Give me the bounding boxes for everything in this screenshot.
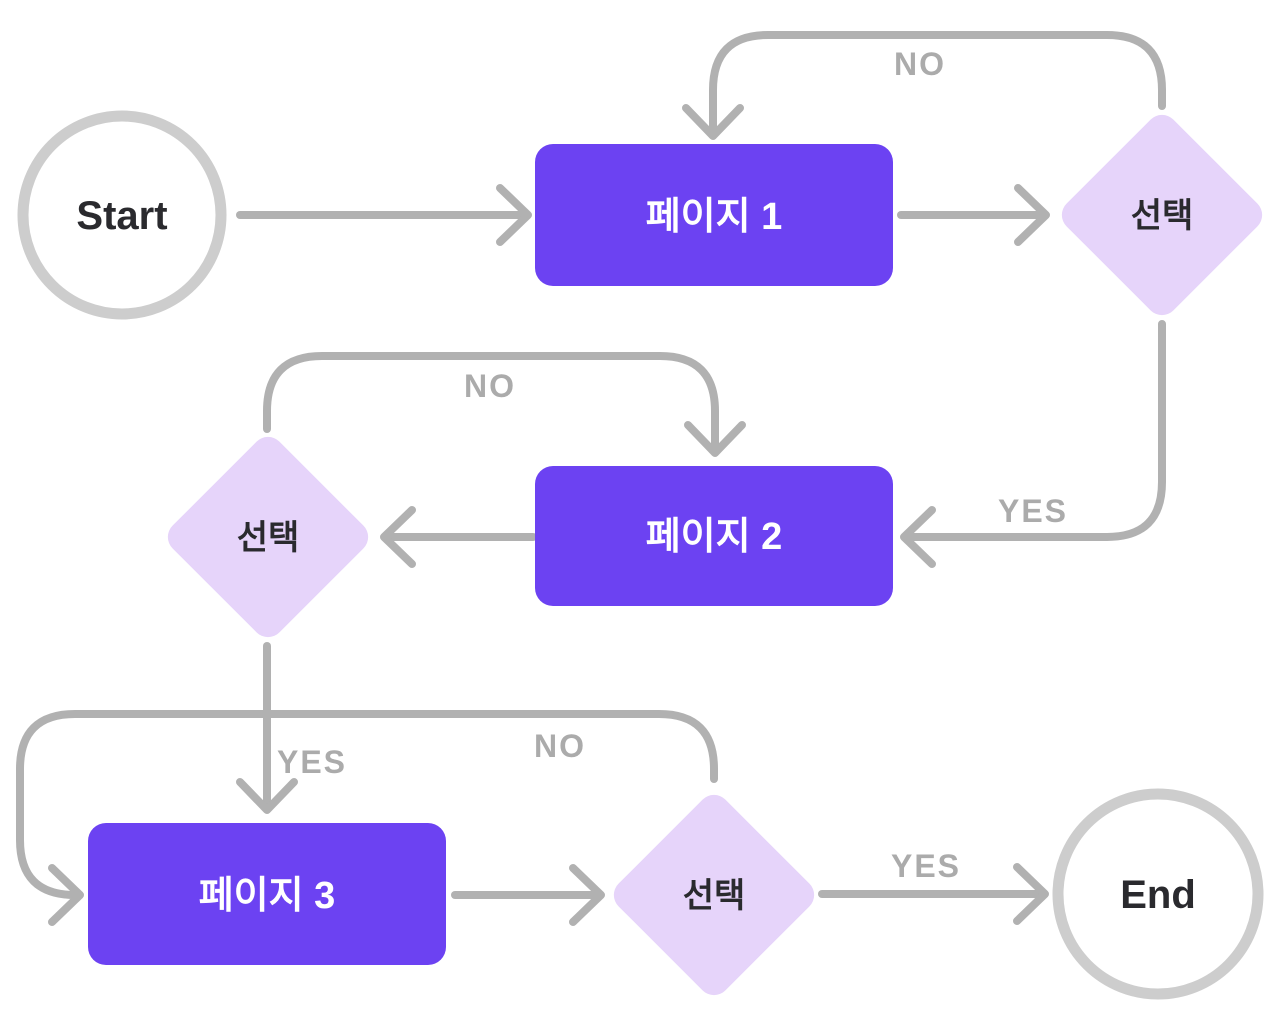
edge-choice1-yes-to-page2 bbox=[900, 320, 1166, 568]
edge-label-yes-2: YES bbox=[277, 744, 347, 780]
node-page-3: 페이지 3 bbox=[88, 823, 446, 965]
node-start: Start bbox=[17, 110, 227, 320]
decision-diamond bbox=[167, 436, 369, 638]
arrowhead bbox=[684, 421, 746, 457]
node-page-2-label: 페이지 2 bbox=[646, 516, 783, 558]
connector-line bbox=[16, 710, 718, 899]
process-box bbox=[535, 466, 893, 606]
node-page-1: 페이지 1 bbox=[535, 144, 893, 286]
arrowhead bbox=[380, 506, 416, 568]
edge-label-no-2: NO bbox=[464, 368, 516, 404]
node-choice-1: 선택 bbox=[1061, 114, 1263, 316]
decision-diamond bbox=[613, 794, 815, 996]
arrowhead bbox=[569, 864, 605, 926]
edge-page1-to-choice1 bbox=[897, 184, 1050, 246]
arrowhead bbox=[48, 864, 84, 926]
edge-label-yes-1: YES bbox=[998, 493, 1068, 529]
decision-diamond bbox=[1061, 114, 1263, 316]
node-choice-3-label: 선택 bbox=[683, 877, 746, 915]
edge-page3-to-choice3 bbox=[451, 864, 605, 926]
node-page-3-label: 페이지 3 bbox=[199, 875, 336, 917]
edge-choice3-yes-to-end bbox=[818, 863, 1049, 925]
connector-line bbox=[709, 31, 1166, 134]
edge-labels-layer: NO YES NO YES NO YES bbox=[277, 46, 1068, 884]
edge-label-no-1: NO bbox=[894, 46, 946, 82]
edges-layer bbox=[16, 31, 1166, 926]
arrowhead bbox=[900, 506, 936, 568]
node-end-label: End bbox=[1120, 873, 1196, 917]
node-end: End bbox=[1052, 788, 1264, 1000]
edge-start-to-page1 bbox=[236, 184, 532, 246]
arrowhead bbox=[1014, 184, 1050, 246]
node-choice-2: 선택 bbox=[167, 436, 369, 638]
process-box bbox=[535, 144, 893, 286]
node-page-1-label: 페이지 1 bbox=[646, 196, 783, 238]
edge-label-yes-3: YES bbox=[891, 848, 961, 884]
node-choice-3: 선택 bbox=[613, 794, 815, 996]
connector-line bbox=[904, 320, 1166, 541]
node-page-2: 페이지 2 bbox=[535, 466, 893, 606]
terminal-circle bbox=[1052, 788, 1264, 1000]
edge-choice2-no-loop-to-page2 bbox=[263, 352, 746, 457]
edge-choice1-no-loop-to-page1 bbox=[682, 31, 1166, 140]
node-choice-1-label: 선택 bbox=[1131, 197, 1194, 235]
arrowhead bbox=[496, 184, 532, 246]
node-start-label: Start bbox=[76, 194, 167, 238]
arrowhead bbox=[682, 104, 744, 140]
edge-choice2-yes-to-page3 bbox=[236, 642, 298, 814]
arrowhead bbox=[236, 778, 298, 814]
node-choice-2-label: 선택 bbox=[237, 519, 300, 557]
edge-label-no-3: NO bbox=[534, 728, 586, 764]
connector-line bbox=[263, 352, 719, 452]
edge-page2-to-choice2 bbox=[380, 506, 537, 568]
terminal-circle bbox=[17, 110, 227, 320]
edge-choice3-no-loop-to-page3 bbox=[16, 710, 718, 926]
process-box bbox=[88, 823, 446, 965]
arrowhead bbox=[1013, 863, 1049, 925]
